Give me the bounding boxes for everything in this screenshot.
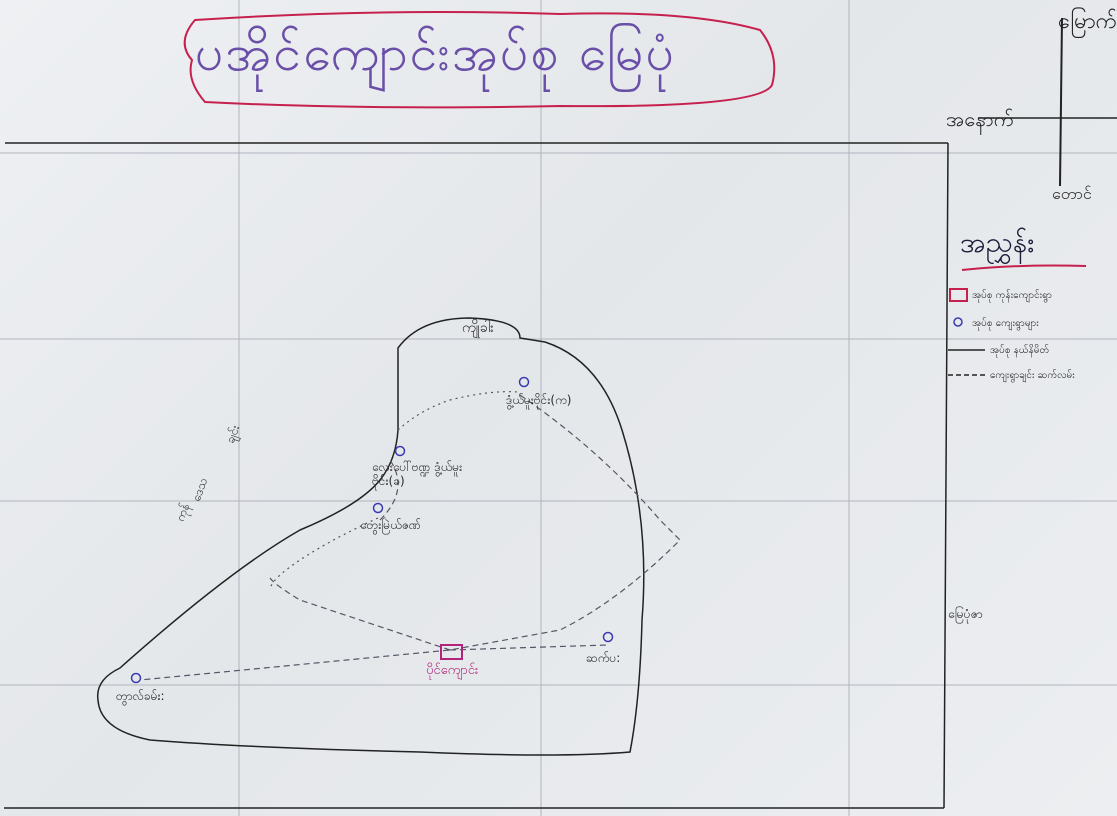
side-label: မြေပုံဇာ [948,607,983,621]
paper-fold [0,152,1117,154]
legend-boundary-label: အုပ်စု နယ်နိမိတ် [990,345,1050,356]
village-label: လေးပေါ်ဗဏ္ဍ ဒွံ့ယ်မူးဗိုင်း(ခ) [372,460,463,488]
legend-village-label: အုပ်စု ကျေးရွာများ [972,318,1039,329]
compass-west-label: အနောက် [946,107,1014,131]
village-tract-boundary [96,317,645,756]
village-label: ဒွံ့ယ်မူးဗိုင်း(က) [506,393,572,407]
map-title: ပအိုင်ကျောင်းအုပ်စု မြေပုံ [195,24,677,82]
village-marker [394,445,406,457]
title-frame [183,11,776,109]
legend-school-label: အုပ်စု ကုန်းကျောင်းရွာ [972,290,1053,301]
compass-vertical [1059,17,1063,187]
village-marker [518,376,530,388]
village-label: တွာလ်ခမ်း: [116,689,165,703]
paper-fold [0,500,1117,502]
village-marker [130,672,142,684]
school-marker [440,644,463,660]
village-label: ဆက်ပ: [586,651,621,665]
compass-south-label: တောင် [1052,184,1092,203]
compass-north-label: မြောက် [1058,9,1117,34]
legend-village-symbol [953,317,963,327]
village-marker [372,502,384,514]
paper-fold [540,0,542,816]
school-label: ပိုင်ကျောင်း [426,663,479,678]
legend-road-label: ကျေးရွာချင်း ဆက်လမ်း [990,370,1075,381]
legend-title: အညွှန်း [960,226,1035,259]
legend-underline [961,264,1087,271]
paper-fold [848,0,850,816]
north-region-label: ကျိုခါး [462,320,494,336]
paper-fold [0,684,1117,686]
paper-fold [0,338,1117,340]
paper-fold [238,0,240,816]
map-border-right [943,142,949,809]
legend-school-symbol [949,288,968,302]
village-label: တွေးမြဲယ်ဇဏ် [360,518,421,532]
connecting-footpath [269,391,519,591]
road-network [139,394,681,681]
village-marker [602,631,614,643]
